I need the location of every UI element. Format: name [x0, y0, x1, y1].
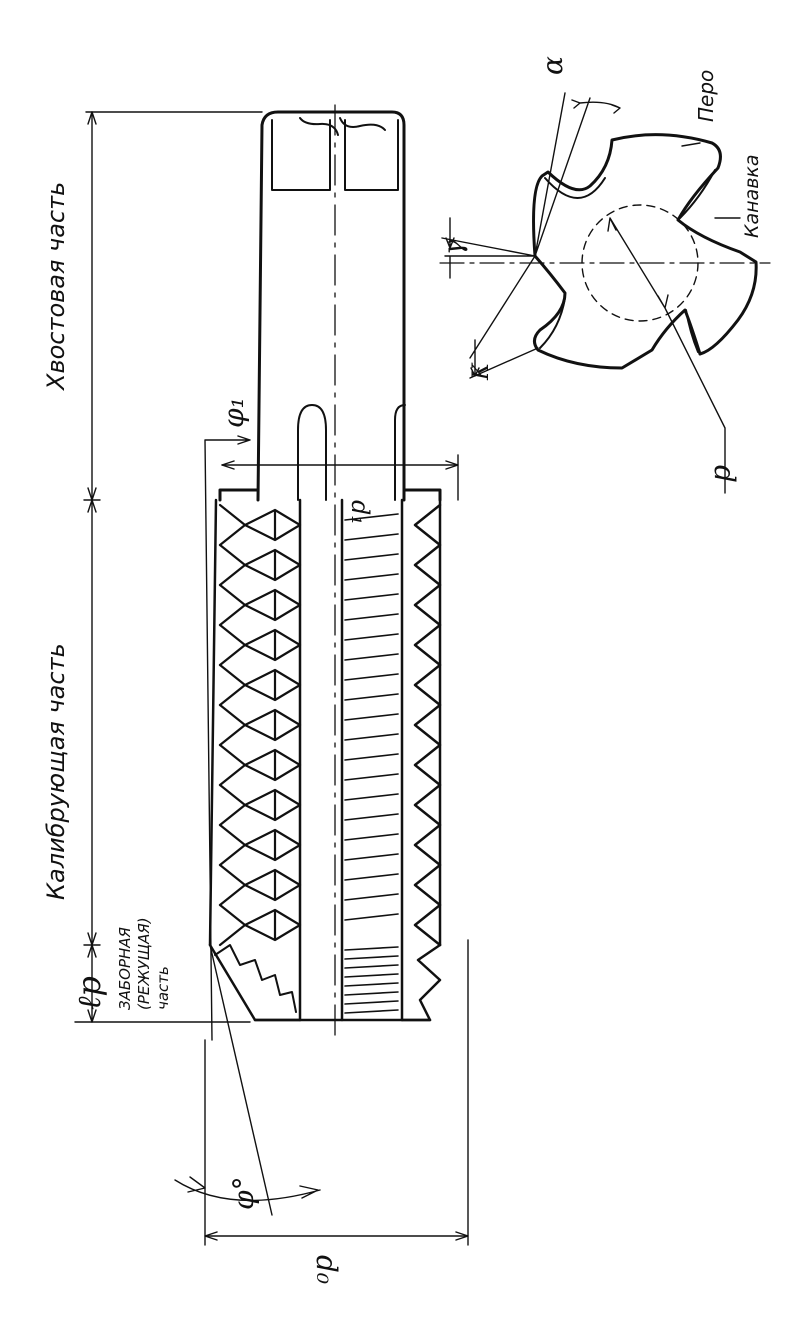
- flute-hatch-line: [344, 613, 399, 621]
- label-k: К: [469, 362, 494, 381]
- thread-tooth-left: [218, 863, 302, 907]
- thread-tooth-left: [218, 583, 302, 627]
- rake-angle-lines: [534, 92, 621, 257]
- flute-hatch-line: [344, 1009, 399, 1014]
- label-pero: Перо: [694, 70, 718, 122]
- intake-taper-left: [208, 943, 302, 1022]
- flute-hatch-line: [344, 513, 399, 521]
- label-d1: d₁: [346, 500, 374, 525]
- flute-hatch-line: [344, 913, 399, 921]
- left-thread-teeth: [218, 503, 302, 947]
- phi0-arc: [174, 1176, 321, 1202]
- thread-tooth-left: [218, 623, 302, 667]
- flute-hatch-line: [344, 673, 399, 681]
- section-outline: [532, 133, 758, 370]
- flute-hatch-line: [344, 773, 399, 781]
- d-dim-line: [607, 217, 726, 494]
- flute-hatch-line: [344, 573, 399, 581]
- shank-end-curves: [299, 117, 386, 136]
- gamma-angle-lines: [441, 217, 536, 279]
- label-d0: d₀: [310, 1255, 343, 1284]
- flute-hatch-line: [344, 553, 399, 561]
- section-inner-arcs: [539, 169, 716, 353]
- shank-flute-runout: [297, 404, 406, 501]
- flute-hatch-line: [344, 973, 399, 978]
- thread-tooth-left: [218, 503, 302, 547]
- tap-cross-section: [439, 92, 771, 494]
- thread-tooth-left: [218, 703, 302, 747]
- thread-tooth-left: [218, 663, 302, 707]
- k-dim-lines: [469, 255, 539, 379]
- neck-step: [218, 488, 442, 502]
- thread-tooth-left: [218, 903, 302, 947]
- flute-hatch-line: [344, 753, 399, 761]
- label-lp: ℓр: [70, 976, 108, 1010]
- flute-hatch-line: [344, 733, 399, 741]
- label-calibrating-part: Калибрующая часть: [42, 643, 70, 900]
- intake-teeth: [214, 944, 297, 1013]
- flute-hatch-line: [344, 593, 399, 601]
- flute-hatch-line: [344, 693, 399, 701]
- flute-hatch-line: [344, 833, 399, 841]
- phi1-leader: [204, 435, 251, 1041]
- label-gamma: γ: [439, 239, 469, 255]
- flute-hatch-line: [344, 653, 399, 661]
- label-intake-line1: ЗАБОРНАЯ: [116, 926, 134, 1010]
- right-thread-teeth: [413, 503, 442, 947]
- flute-hatching: [344, 513, 399, 1014]
- thread-tooth-left: [218, 743, 302, 787]
- thread-zigzag-right: [413, 503, 442, 947]
- flute-hatch-line: [344, 633, 399, 641]
- flute-hatch-line: [344, 813, 399, 821]
- flute-hatch-line: [344, 964, 399, 969]
- label-shank-part: Хвостовая часть: [42, 182, 70, 392]
- thread-tooth-left: [218, 543, 302, 587]
- label-kanavka: Канавка: [741, 154, 763, 238]
- d0-dim-arrows: [204, 939, 469, 1246]
- flute-hatch-line: [344, 955, 399, 960]
- label-alpha: α: [536, 56, 569, 75]
- flute-hatch-line: [344, 793, 399, 801]
- flute-hatch-line: [344, 873, 399, 881]
- body-left-edge: [208, 498, 218, 947]
- phi0-taper-line: [209, 944, 273, 1216]
- intake-right-profile: [400, 943, 442, 1022]
- thread-tooth-left: [218, 783, 302, 827]
- d1-dim-arrows: [221, 454, 459, 501]
- flute-hatch-line: [344, 713, 399, 721]
- flute-hatch-line: [344, 533, 399, 541]
- flute-hatch-line: [344, 853, 399, 861]
- label-intake-line3: часть: [154, 966, 172, 1010]
- flute-hatch-line: [344, 946, 399, 951]
- flute-hatch-line: [344, 893, 399, 901]
- flute-hatch-line: [344, 982, 399, 987]
- tap-main-view: [74, 104, 469, 1246]
- thread-tooth-left: [218, 823, 302, 867]
- section-leaders: [681, 142, 741, 219]
- section-dim-ticks: [74, 111, 263, 1023]
- label-phi1: φ₁: [217, 397, 250, 428]
- flute-hatch-line: [344, 991, 399, 996]
- section-dim-arrows: [87, 111, 97, 1023]
- label-phi0: φ°: [227, 1176, 260, 1210]
- shank-square-flats: [271, 119, 399, 191]
- flute-hatch-line: [344, 1000, 399, 1005]
- label-intake-line2: (РЕЖУЩАЯ): [135, 917, 153, 1010]
- label-d: d: [708, 465, 741, 483]
